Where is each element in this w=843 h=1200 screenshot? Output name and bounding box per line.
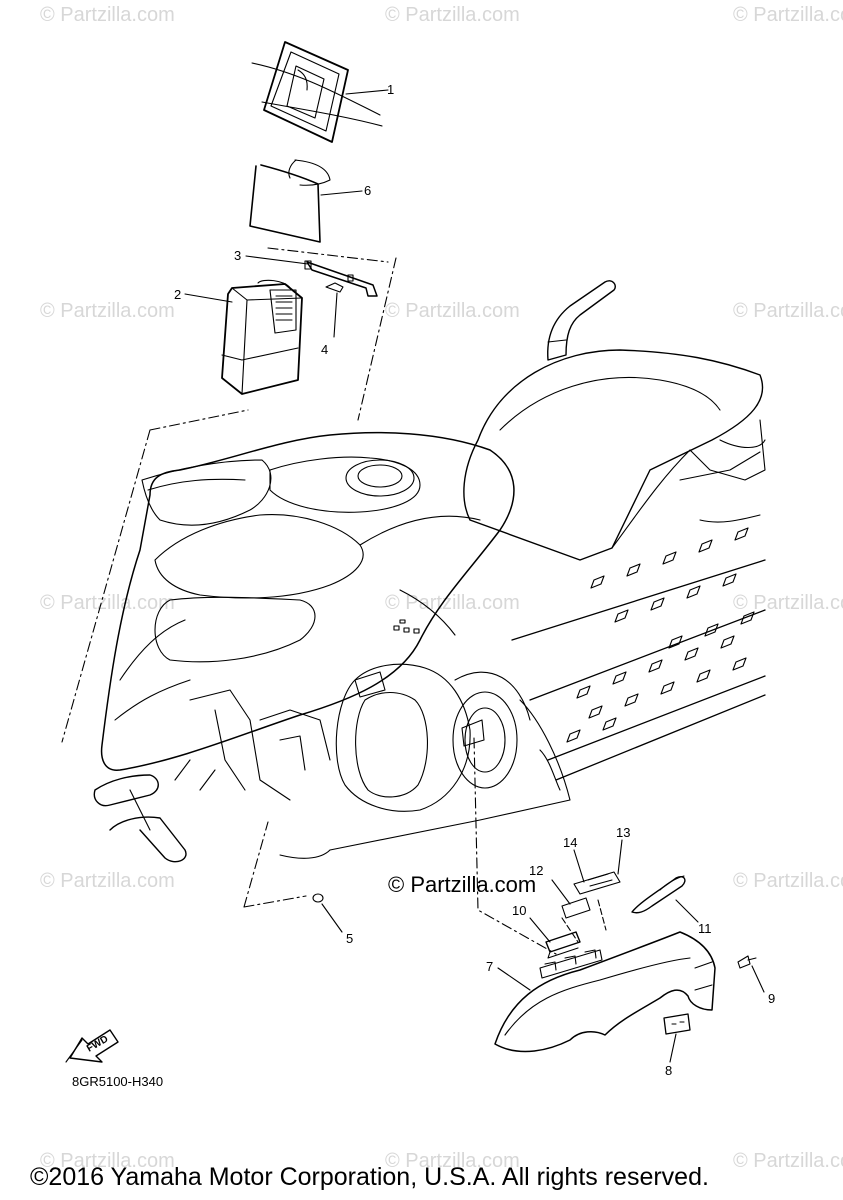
watermark: © Partzilla.com xyxy=(733,4,843,26)
fwd-arrow-icon: FWD xyxy=(65,1029,119,1063)
watermark: © Partzilla.com xyxy=(733,1150,843,1172)
watermark: © Partzilla.com xyxy=(385,1150,520,1172)
part-8-plate xyxy=(663,1013,691,1035)
watermark: © Partzilla.com xyxy=(733,592,843,614)
watermark: © Partzilla.com xyxy=(40,592,175,614)
diagram-code: 8GR5100-H340 xyxy=(72,1074,164,1089)
watermark: © Partzilla.com xyxy=(385,592,520,614)
callout-2: 2 xyxy=(174,287,182,302)
part-3-bracket xyxy=(304,260,378,297)
leader-14 xyxy=(573,849,585,883)
leader-11 xyxy=(675,899,699,923)
track-slots xyxy=(566,527,755,743)
callout-7: 7 xyxy=(486,959,494,974)
part-13-14-labels xyxy=(573,871,621,895)
watermark: © Partzilla.com xyxy=(40,1150,175,1172)
leader-6 xyxy=(320,190,363,196)
callout-5: 5 xyxy=(346,931,354,946)
watermark: © Partzilla.com xyxy=(40,4,175,26)
fwd-label: FWD xyxy=(85,1034,110,1055)
part-10-guard xyxy=(545,931,581,959)
leader-3 xyxy=(245,255,309,265)
callout-6: 6 xyxy=(364,183,372,198)
callout-10: 10 xyxy=(512,903,527,918)
watermark: © Partzilla.com xyxy=(40,300,175,322)
part-5-washer xyxy=(312,893,324,903)
part-9-rivet xyxy=(737,955,757,969)
callout-11: 11 xyxy=(698,921,712,936)
callout-13: 13 xyxy=(616,825,631,840)
part-12-decal xyxy=(561,897,591,919)
leader-5 xyxy=(321,903,343,933)
dashed-group-outline xyxy=(61,247,397,743)
part-2-battery xyxy=(221,279,303,395)
watermark: © Partzilla.com xyxy=(733,870,843,892)
leader-9 xyxy=(751,965,765,993)
callout-1: 1 xyxy=(387,82,395,97)
leader-2 xyxy=(184,293,233,303)
leader-8 xyxy=(669,1033,677,1063)
leader-12 xyxy=(551,879,571,905)
watermark: © Partzilla.com xyxy=(733,300,843,322)
leader-7 xyxy=(497,967,531,991)
dashed-decal-leader xyxy=(561,899,607,943)
callout-14: 14 xyxy=(563,835,578,850)
callout-4: 4 xyxy=(321,342,329,357)
leader-1 xyxy=(345,89,389,95)
callout-9: 9 xyxy=(768,991,776,1006)
watermark: © Partzilla.com xyxy=(385,300,520,322)
callout-3: 3 xyxy=(234,248,242,263)
part-6-wrap-sheet xyxy=(249,159,331,243)
watermark: © Partzilla.com xyxy=(385,4,520,26)
callout-12: 12 xyxy=(529,863,544,878)
part-11-hook xyxy=(631,875,686,914)
copyright-notice: ©2016 Yamaha Motor Corporation, U.S.A. A… xyxy=(30,1163,709,1191)
leader-13 xyxy=(617,839,623,875)
dashed-lower-leader xyxy=(243,821,307,908)
snowmobile-body xyxy=(93,280,766,863)
part-4-bolt xyxy=(325,282,344,338)
part-1-document-pouch xyxy=(251,41,383,143)
part-7-snow-flap xyxy=(494,931,716,1053)
watermark: © Partzilla.com xyxy=(40,870,175,892)
leader-10 xyxy=(529,917,551,943)
callout-8: 8 xyxy=(665,1063,673,1078)
center-watermark: © Partzilla.com xyxy=(388,872,537,897)
dashed-flap-leader xyxy=(473,737,557,955)
